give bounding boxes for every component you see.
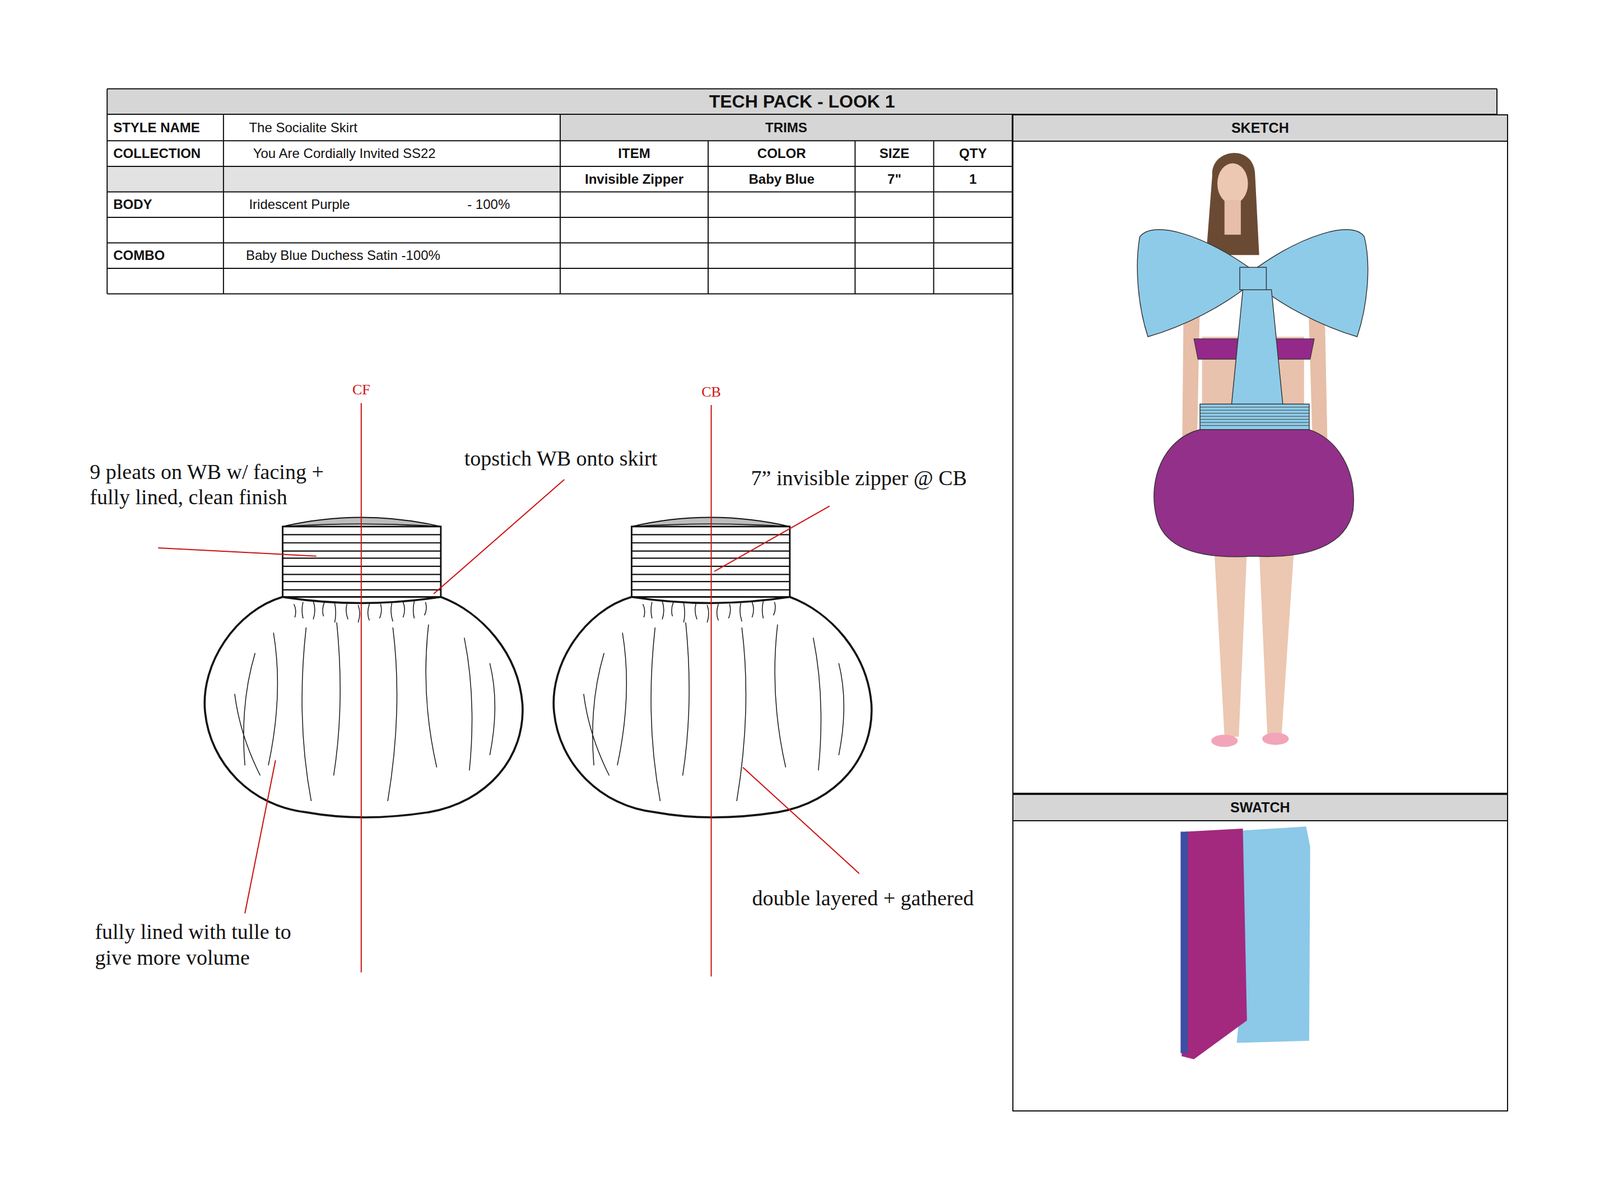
table-cell: COMBO [107, 243, 224, 269]
grid-line [107, 87, 1497, 90]
construction-note: topstich WB onto skirt [464, 445, 658, 472]
panel-header: SWATCH [1013, 794, 1508, 822]
leg [1259, 551, 1295, 736]
table-cell: SIZE [854, 140, 934, 167]
construction-note: 7” invisible zipper @ CB [751, 465, 967, 492]
bow-tail [1231, 289, 1284, 419]
leader-line [714, 505, 830, 572]
panel-header: SKETCH [1013, 115, 1508, 142]
panel-box: SWATCH [1012, 793, 1509, 1111]
center-back-line [710, 405, 713, 977]
construction-note: 9 pleats on WB w/ facing + fully lined, … [89, 459, 345, 511]
leader-line [433, 479, 565, 594]
table-cell: Baby Blue Duchess Satin -100% [223, 243, 561, 269]
table-cell: STYLE NAME [107, 114, 224, 141]
trims-header-band [560, 114, 1013, 141]
table-cell: Baby Blue [708, 166, 855, 193]
table-cell: ITEM [560, 140, 709, 167]
table-cell: The Socialite Skirt [223, 114, 561, 141]
table-cell: 1 [933, 166, 1013, 193]
tech-pack-title: TECH PACK - LOOK 1 [107, 88, 1497, 115]
center-front-line [360, 402, 362, 972]
skirt-flat-back [553, 517, 872, 817]
model-waistband [1200, 403, 1310, 430]
bubble-skirt [204, 597, 523, 818]
grey-row [107, 166, 561, 193]
grid-line [559, 114, 561, 295]
hair [1206, 152, 1260, 255]
panel-box: SKETCH [1012, 114, 1509, 794]
face [1217, 163, 1249, 204]
leg [1214, 551, 1248, 738]
model-sketch [1137, 152, 1368, 747]
grid-line [854, 140, 856, 294]
center-line-label: CB [701, 383, 722, 401]
shoe [1211, 734, 1238, 747]
table-cell: You Are Cordially Invited SS22 [223, 140, 561, 167]
skirt-flat-front [204, 517, 523, 817]
table-cell: Invisible Zipper [560, 166, 709, 193]
grid-line [933, 140, 935, 294]
table-cell: COLOR [708, 140, 855, 167]
fold-lines [234, 622, 495, 802]
table-cell: 7" [854, 166, 934, 193]
table-cell: TRIMS [560, 114, 1013, 141]
neck [1224, 200, 1241, 235]
leader-line [244, 760, 276, 914]
swatch-edge [1180, 831, 1188, 1053]
table-cell: - 100% [464, 191, 561, 218]
title-band [107, 88, 1497, 115]
grid-line [707, 140, 709, 294]
table-cell: COLLECTION [107, 140, 224, 167]
construction-note: fully lined with tulle to give more volu… [94, 919, 315, 971]
leader-line [742, 767, 860, 874]
gather-lines [294, 601, 427, 623]
table-cell: QTY [933, 140, 1013, 167]
table-cell: BODY [107, 191, 224, 218]
shoe [1262, 732, 1289, 746]
model-skirt [1154, 429, 1354, 557]
grid-line [1496, 88, 1498, 115]
fabric-swatch [1180, 826, 1310, 1059]
model-waistband-pleats [1200, 407, 1310, 426]
grid-line [222, 114, 225, 295]
purple-swatch [1181, 828, 1248, 1060]
leader-line [157, 547, 316, 557]
bow-wing [1137, 229, 1254, 337]
table-cell: Iridescent Purple [223, 191, 465, 218]
center-line-label: CF [352, 381, 371, 399]
bow-knot [1239, 267, 1267, 290]
construction-note: double layered + gathered [751, 885, 974, 912]
